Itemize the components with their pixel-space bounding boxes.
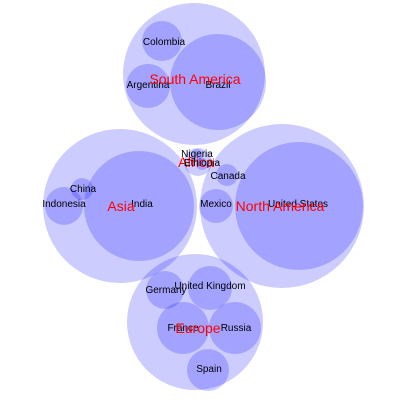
country-label-russia: Russia bbox=[221, 323, 252, 334]
country-label-united-states: United States bbox=[268, 199, 328, 210]
continent-label-africa: Africa bbox=[178, 154, 214, 170]
continent-group-asia: China Indonesia India Asia bbox=[42, 129, 197, 283]
country-bubble-united-states bbox=[235, 142, 363, 270]
country-bubble-nigeria bbox=[191, 149, 203, 161]
country-label-argentina: Argentina bbox=[127, 80, 170, 91]
country-bubble-russia bbox=[209, 302, 261, 354]
country-label-ethiopia: Ethiopia bbox=[184, 158, 221, 169]
continent-label-asia: Asia bbox=[107, 198, 134, 214]
country-bubble-china bbox=[71, 178, 93, 200]
continent-bubble-asia bbox=[43, 129, 197, 283]
country-bubble-mexico bbox=[199, 189, 233, 223]
country-label-india: India bbox=[131, 199, 153, 210]
continent-group-south-america: Colombia Argentina Brazil South America bbox=[123, 3, 266, 145]
continent-bubble-south-america bbox=[123, 3, 265, 145]
country-label-france: France bbox=[167, 323, 199, 334]
country-label-canada: Canada bbox=[210, 171, 245, 182]
continent-label-europe: Europe bbox=[175, 320, 220, 336]
continent-bubble-africa bbox=[184, 148, 212, 176]
country-bubble-ethiopia bbox=[196, 158, 208, 170]
country-label-china: China bbox=[70, 184, 97, 195]
continent-bubble-europe bbox=[127, 254, 263, 390]
country-bubble-brazil bbox=[170, 34, 266, 130]
country-bubble-colombia bbox=[142, 21, 182, 61]
country-bubble-france bbox=[157, 302, 209, 354]
country-bubble-indonesia bbox=[45, 187, 83, 225]
country-bubble-canada bbox=[216, 164, 238, 186]
country-bubble-argentina bbox=[126, 64, 170, 108]
continent-label-south-america: South America bbox=[149, 71, 240, 87]
country-label-mexico: Mexico bbox=[200, 199, 232, 210]
country-bubble-spain bbox=[187, 349, 229, 391]
country-label-united-kingdom: United Kingdom bbox=[174, 281, 245, 292]
country-label-nigeria: Nigeria bbox=[181, 149, 213, 160]
continent-bubble-north-america bbox=[200, 124, 364, 288]
continent-group-europe: Germany United Kingdom France Russia Spa… bbox=[127, 254, 263, 391]
country-label-colombia: Colombia bbox=[143, 37, 186, 48]
country-label-indonesia: Indonesia bbox=[42, 199, 86, 210]
continent-label-north-america: North America bbox=[236, 198, 325, 214]
continent-group-north-america: Canada Mexico United States North Americ… bbox=[199, 124, 364, 288]
country-bubble-india bbox=[84, 151, 194, 261]
country-label-brazil: Brazil bbox=[205, 80, 230, 91]
continent-group-africa: Africa Nigeria Ethiopia bbox=[178, 148, 221, 176]
country-label-spain: Spain bbox=[196, 364, 222, 375]
country-label-germany: Germany bbox=[145, 285, 186, 296]
country-bubble-germany bbox=[146, 271, 184, 309]
country-bubble-united-kingdom bbox=[188, 266, 232, 310]
